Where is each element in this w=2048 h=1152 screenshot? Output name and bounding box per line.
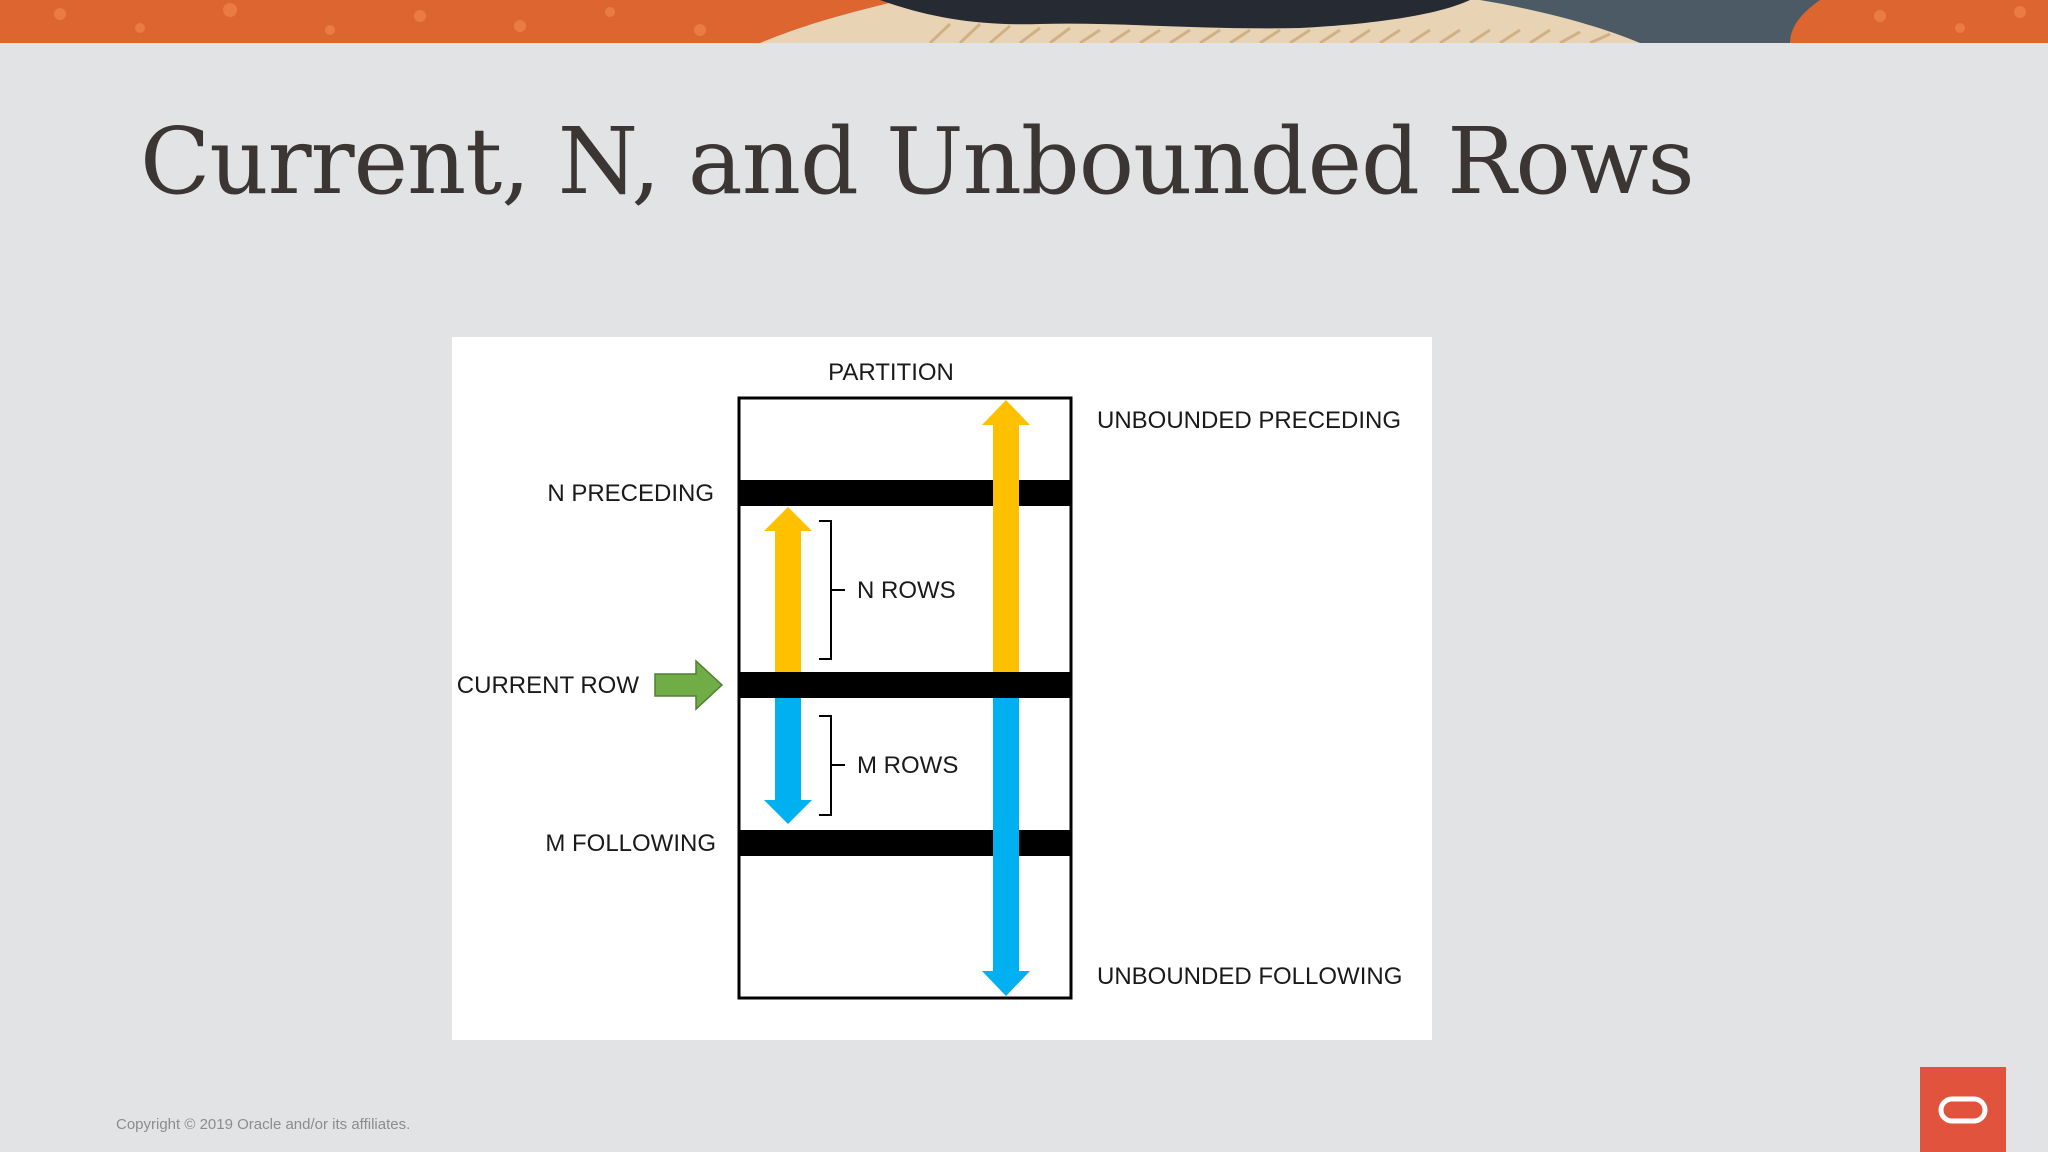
m-rows-bracket xyxy=(819,715,845,816)
copyright-notice: Copyright © 2019 Oracle and/or its affil… xyxy=(116,1116,411,1133)
top-banner xyxy=(0,0,2048,43)
m-rows-label: M ROWS xyxy=(857,752,958,779)
window-frame-diagram: PARTITION N ROWS M xyxy=(452,337,1432,1040)
unbounded-preceding-label: UNBOUNDED PRECEDING xyxy=(1097,407,1401,434)
current-row-arrow xyxy=(654,659,724,711)
partition-label: PARTITION xyxy=(828,359,954,386)
unbounded-following-arrow xyxy=(982,698,1030,996)
n-preceding-label: N PRECEDING xyxy=(547,480,714,507)
current-row-label: CURRENT ROW xyxy=(457,672,640,699)
n-rows-arrow xyxy=(764,507,812,672)
n-preceding-boundary xyxy=(739,480,1071,506)
unbounded-following-label: UNBOUNDED FOLLOWING xyxy=(1097,963,1402,990)
n-rows-bracket xyxy=(819,520,845,660)
m-following-label: M FOLLOWING xyxy=(545,830,716,857)
m-rows-arrow xyxy=(764,698,812,824)
current-row-boundary xyxy=(739,672,1071,698)
unbounded-preceding-arrow xyxy=(982,400,1030,672)
n-rows-label: N ROWS xyxy=(857,577,956,604)
slide-title: Current, N, and Unbounded Rows xyxy=(140,108,1695,215)
oracle-logo-icon xyxy=(1920,1067,2006,1152)
m-following-boundary xyxy=(739,830,1071,856)
